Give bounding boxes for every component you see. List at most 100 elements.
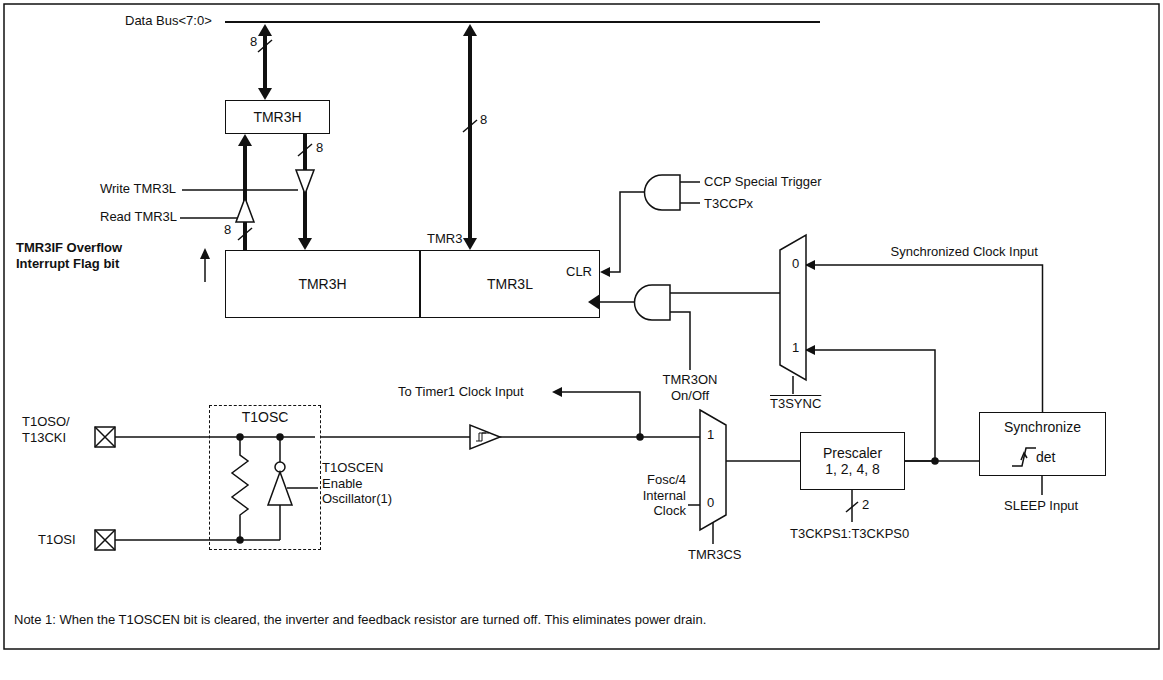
signal-label: To Timer1 Clock Input [398, 384, 524, 400]
signal-label: 8 [480, 112, 487, 128]
signal-label: TMR3IF Overflow Interrupt Flag bit [16, 240, 151, 271]
bus-line [263, 32, 267, 90]
flag-line [204, 258, 206, 282]
timer1-arrowhead [552, 387, 562, 397]
bus-width-mark [298, 144, 312, 156]
node-text: 1 [707, 428, 714, 443]
signal-connector [726, 460, 800, 462]
synchronizer-box: Synchronize det [979, 412, 1106, 476]
clear-line [606, 192, 645, 272]
signal-label: T1OSCEN Enable Oscillator(1) [322, 460, 420, 507]
signal-label: 2 [862, 497, 869, 513]
hysteresis-mark [476, 433, 489, 441]
schmitt-buffer [470, 425, 500, 449]
osc-wire [279, 505, 281, 540]
mux-output [670, 292, 782, 294]
node-text: 0 [707, 496, 714, 511]
signal-label: T3SYNC [770, 396, 821, 412]
signal-label: Read TMR3L [100, 209, 177, 225]
register-high: TMR3H [225, 250, 420, 318]
bus-arrowhead [238, 134, 252, 146]
node-text: Prescaler 1, 2, 4, 8 [820, 445, 886, 477]
enable-line [670, 312, 690, 370]
bus-width-mark [846, 502, 858, 512]
frame [4, 4, 1159, 649]
register-low: TMR3L [420, 250, 600, 318]
and-gate [635, 285, 670, 320]
mux-shape [780, 235, 806, 380]
symbols [237, 425, 938, 543]
oscillator-block: T1OSC [209, 405, 321, 550]
edge-label: Synchronized Clock Input [889, 244, 1040, 259]
signal-label: TMR3CS [688, 547, 741, 563]
select-line [712, 522, 714, 544]
node-text: 0 [792, 257, 799, 272]
select-line [792, 376, 794, 394]
signal-label: CLR [566, 264, 592, 280]
node-text: Synchronize [980, 419, 1105, 435]
signal-label: CCP Special Trigger [704, 174, 822, 190]
signal-label: 8 [316, 140, 323, 156]
node-text: det [1036, 449, 1055, 465]
buffers [236, 170, 314, 222]
junction-dot [237, 537, 243, 543]
control-line [180, 217, 238, 219]
gate-input [680, 202, 700, 204]
mux-shape [700, 410, 726, 530]
node-text: TMR3H [298, 276, 346, 292]
flag-arrowhead [200, 248, 210, 259]
bus-width-mark [238, 228, 252, 240]
clock-line [600, 301, 634, 303]
node-text: TMR3H [253, 109, 301, 125]
signal-label: 8 [250, 34, 257, 50]
arrowheads [200, 24, 610, 397]
and-gate [645, 175, 681, 210]
signal-label: SLEEP Input [1004, 498, 1078, 514]
bus-line [468, 32, 472, 240]
signal-label: Fosc/4 Internal Clock [612, 472, 686, 519]
node-text: 1 [792, 341, 799, 356]
junction-dot [277, 434, 283, 440]
signal-label: T1OSI [38, 532, 76, 548]
bus-arrowhead [258, 24, 272, 36]
resistor-symbol [232, 437, 248, 540]
bus-arrowhead [258, 88, 272, 100]
signal-label: Data Bus<7:0> [125, 13, 212, 29]
pin-cross [95, 530, 115, 550]
prescaler-box: Prescaler 1, 2, 4, 8 [800, 432, 905, 490]
gate-input [680, 181, 700, 183]
edge-detect-symbol [1012, 448, 1036, 466]
signal-connector [806, 350, 935, 461]
signal-label: Write TMR3L [100, 181, 176, 197]
bus-arrowhead [463, 238, 477, 250]
clock-wire [115, 436, 315, 438]
bus-width-mark [463, 120, 477, 132]
pin-cross [95, 427, 115, 447]
signal-label: T1OSO/ T13CKI [22, 414, 84, 445]
clock-triangle [588, 294, 600, 310]
junction-dot [932, 458, 938, 464]
clock-mux: 10 [700, 410, 726, 530]
junction-dot [637, 434, 643, 440]
signal-connector [806, 265, 1043, 412]
data-bus [225, 21, 820, 23]
sleep-line [1041, 476, 1043, 495]
enable-line [287, 487, 318, 489]
bus-arrowhead [298, 238, 312, 250]
timer1-line [558, 392, 640, 437]
junction-dot [237, 434, 243, 440]
footnote: Note 1: When the T1OSCEN bit is cleared,… [14, 612, 1144, 628]
osc-wire [115, 539, 280, 541]
node-text: TMR3L [487, 276, 533, 292]
signal-label: T3CCPx [704, 196, 753, 212]
pin-terminal [95, 530, 115, 550]
bus-width-mark [258, 40, 272, 52]
signal-label: 8 [224, 222, 231, 238]
sync-mux: 01 [780, 235, 806, 380]
tristate-buffer [296, 170, 314, 194]
wires [4, 4, 1159, 649]
